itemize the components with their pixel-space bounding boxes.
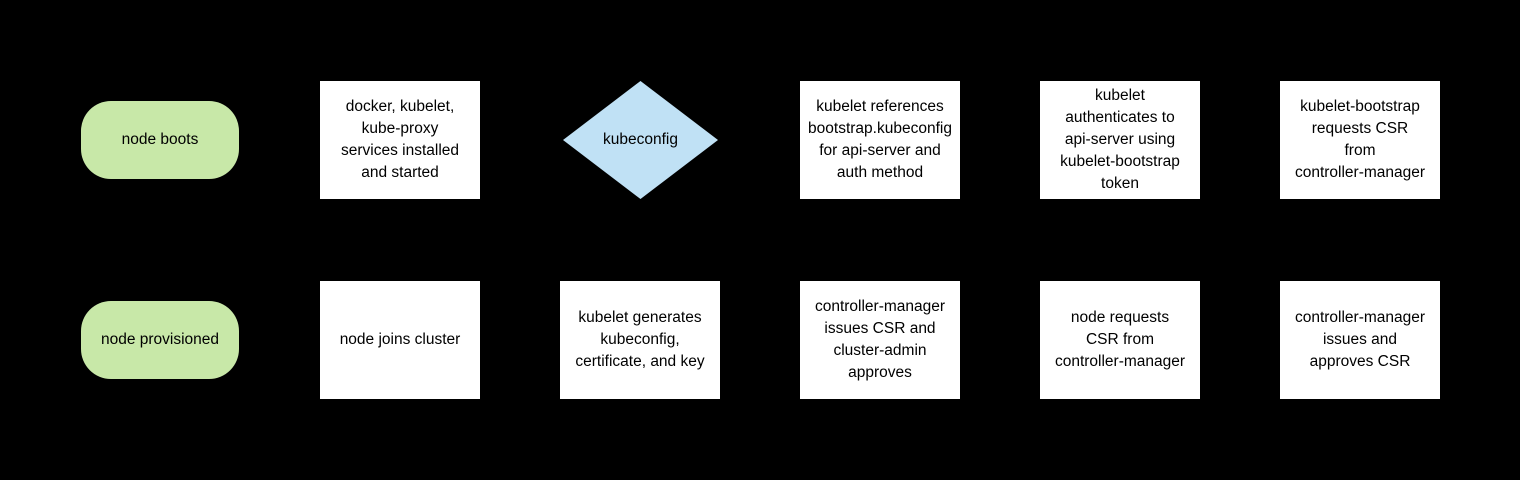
node-kubeconfig-decision[interactable]: kubeconfig: [563, 81, 718, 199]
node-label: kubeconfig: [603, 131, 678, 148]
node-label: node joins cluster: [339, 331, 461, 348]
node-kubelet-references[interactable]: kubelet references bootstrap.kubeconfig …: [800, 81, 960, 199]
node-label: kubelet authenticates to api-server usin…: [1060, 87, 1180, 192]
node-node-requests-csr[interactable]: node requests CSR from controller-manage…: [1040, 281, 1200, 399]
node-label: kubelet references bootstrap.kubeconfig …: [808, 98, 952, 181]
diamond-shape-icon: [563, 81, 718, 199]
node-label: node provisioned: [100, 331, 220, 348]
node-label: node requests CSR from controller-manage…: [1054, 309, 1186, 370]
node-label: controller-manager issues CSR and cluste…: [814, 298, 946, 381]
node-kubelet-authenticates[interactable]: kubelet authenticates to api-server usin…: [1040, 81, 1200, 199]
node-label: kubelet-bootstrap requests CSR from cont…: [1294, 98, 1426, 181]
node-node-provisioned[interactable]: node provisioned: [81, 301, 239, 379]
node-cm-issues-approves[interactable]: controller-manager issues and approves C…: [1280, 281, 1440, 399]
node-services-installed[interactable]: docker, kubelet, kube-proxy services ins…: [320, 81, 480, 199]
node-label: docker, kubelet, kube-proxy services ins…: [340, 98, 460, 181]
node-bootstrap-requests-csr[interactable]: kubelet-bootstrap requests CSR from cont…: [1280, 81, 1440, 199]
node-label: controller-manager issues and approves C…: [1294, 309, 1426, 370]
node-kubelet-generates[interactable]: kubelet generates kubeconfig, certificat…: [560, 281, 720, 399]
node-node-joins-cluster[interactable]: node joins cluster: [320, 281, 480, 399]
node-label: kubelet generates kubeconfig, certificat…: [575, 309, 705, 370]
node-label: node boots: [121, 131, 199, 148]
node-cm-issues-csr[interactable]: controller-manager issues CSR and cluste…: [800, 281, 960, 399]
node-node-boots[interactable]: node boots: [81, 101, 239, 179]
